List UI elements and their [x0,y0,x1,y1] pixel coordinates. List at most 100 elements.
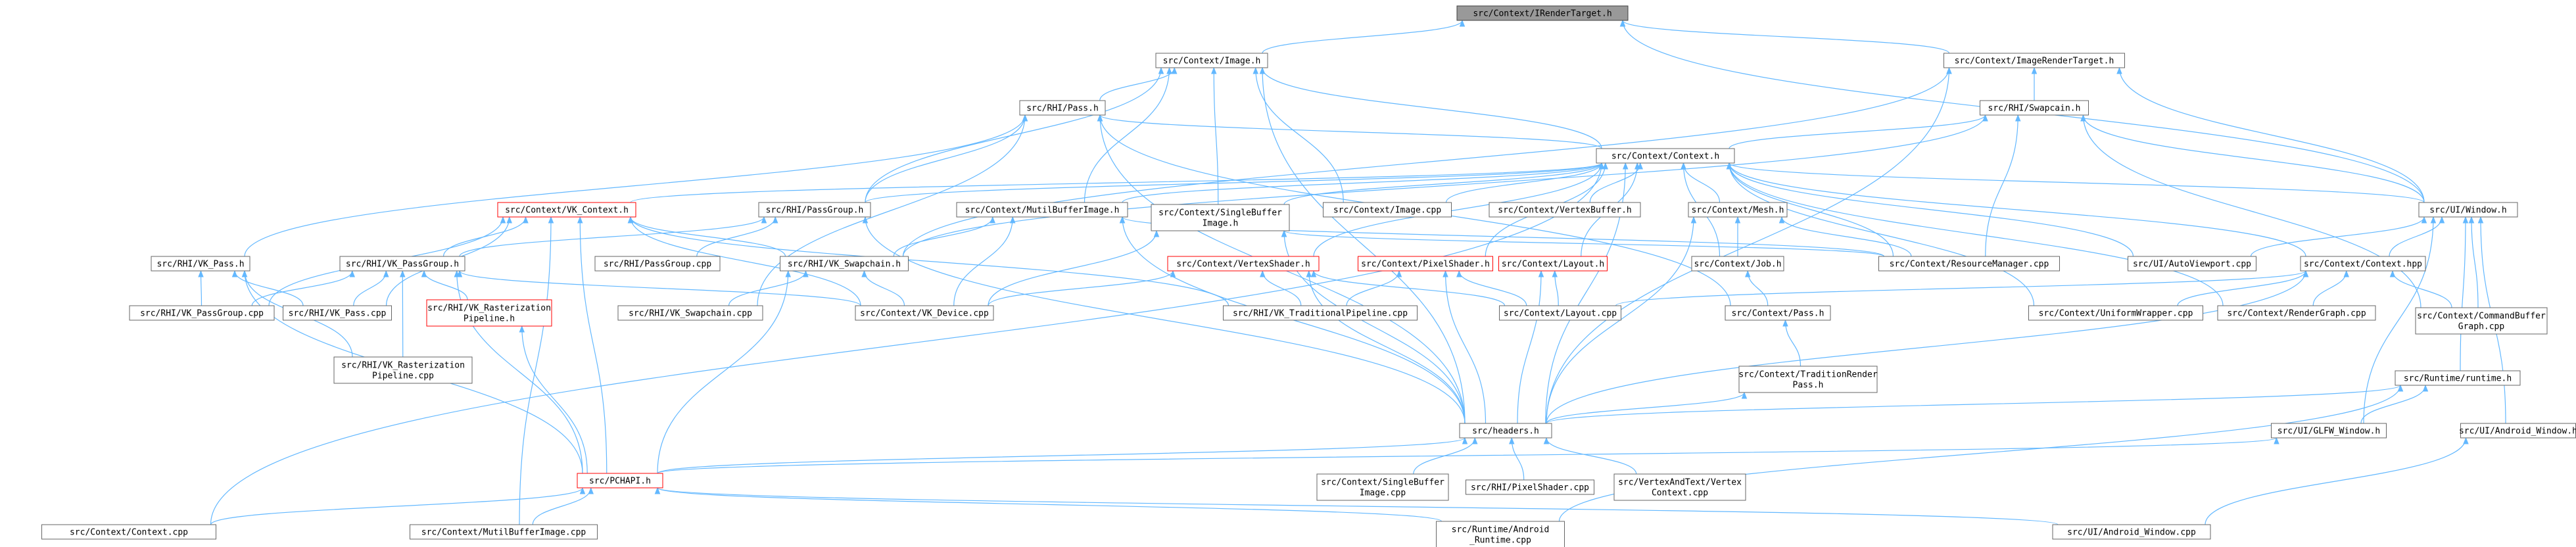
node-rhi_vk_passgroup_h[interactable]: src/RHI/VK_PassGroup.h [339,256,465,272]
edge-rhi_vk_swapchain_cpp-to-rhi_pass_h [757,114,1028,306]
node-box-rhi_vk_passgroup_cpp [129,305,275,321]
edge-glfw_window_h-to-ui_window_h [2363,216,2437,424]
node-job_h[interactable]: src/Context/Job.h [1691,256,1784,272]
edge-context_vk_device_cpp-to-singlebuffer_h [988,229,1160,306]
node-imagerendertarget_h[interactable]: src/Context/ImageRenderTarget.h [1944,53,2125,68]
node-rendergraph_cpp[interactable]: src/Context/RenderGraph.cpp [2217,305,2376,321]
node-box-rhi_vk_pass_h [151,256,250,272]
node-label-rendergraph_cpp-0: src/Context/RenderGraph.cpp [2227,309,2366,319]
node-context_h[interactable]: src/Context/Context.h [1596,148,1735,164]
edge-imagerendertarget_h-to-irendertarget [1619,19,1950,54]
node-context_cpp[interactable]: src/Context/Context.cpp [41,524,216,540]
node-box-multibuffer_cpp [410,524,598,540]
node-mesh_h[interactable]: src/Context/Mesh.h [1688,202,1788,218]
node-box-ui_window_h [2418,202,2518,218]
edge-rhi_vk_passgroup_cpp-to-rhi_vk_pass_h [198,270,204,306]
node-image_h[interactable]: src/Context/Image.h [1155,53,1268,68]
node-rhi_pixelshader_cpp[interactable]: src/RHI/PixelShader.cpp [1466,479,1594,495]
node-label-rhi_vk_passgroup_h-0: src/RHI/VK_PassGroup.h [346,260,459,270]
node-vertexshader_h[interactable]: src/Context/VertexShader.h [1167,256,1320,272]
edge-commandbuffergraph_cpp-to-rhi_swapcain_h [2080,114,2421,308]
node-label-vertexshader_h-0: src/Context/VertexShader.h [1176,260,1310,270]
edge-resourcemanager_cpp-to-rhi_swapcain_h [1985,114,2021,257]
node-rhi_vk_pass_cpp[interactable]: src/RHI/VK_Pass.cpp [283,305,392,321]
node-runtime_h[interactable]: src/Runtime/runtime.h [2395,370,2521,386]
node-image_cpp[interactable]: src/Context/Image.cpp [1323,202,1452,218]
node-ui_window_h[interactable]: src/UI/Window.h [2418,202,2518,218]
node-autoviewport_cpp[interactable]: src/UI/AutoViewport.cpp [2128,256,2256,272]
edge-rhi_vk_pass_cpp-to-rhi_vk_passgroup_h [353,270,389,306]
node-label-autoviewport_cpp-0: src/UI/AutoViewport.cpp [2133,260,2251,270]
node-box-context_h [1596,148,1735,164]
node-irendertarget[interactable]: src/Context/IRenderTarget.h [1456,5,1629,21]
node-multibuffer_h[interactable]: src/Context/MutilBufferImage.h [956,202,1128,218]
edge-vertexbuffer_h-to-context_h [1589,162,1644,203]
node-box-commandbuffergraph_cpp [2415,307,2548,335]
node-label-context_pass_h-0: src/Context/Pass.h [1732,309,1825,319]
node-rhi_passgroup_h[interactable]: src/RHI/PassGroup.h [758,202,871,218]
node-box-rhi_pass_h [1019,100,1106,116]
node-glfw_window_h[interactable]: src/UI/GLFW_Window.h [2271,423,2387,439]
edge-rhi_pixelshader_cpp-to-headers_h [1508,437,1525,481]
node-label-context_h-0: src/Context/Context.h [1611,152,1719,162]
node-box-layout_cpp [1499,305,1621,321]
node-box-rhi_vk_passgroup_h [339,256,465,272]
edge-rendergraph_cpp-to-context_hpp [2312,270,2350,306]
edge-rhi_vk_raster_h-to-rhi_vk_passgroup_h [421,270,468,300]
node-label-pchapi_h-0: src/PCHAPI.h [589,477,651,487]
node-rhi_vk_tradpipeline_cpp[interactable]: src/RHI/VK_TraditionalPipeline.cpp [1223,305,1418,321]
edge-headers_h-to-imagerendertarget_h [1546,66,1952,424]
node-label-headers_h-0: src/headers.h [1472,427,1539,437]
node-label-pixelshader_h-0: src/Context/PixelShader.h [1361,260,1490,270]
edge-multibuffer_h-to-image_h [1084,66,1172,203]
node-layout_cpp[interactable]: src/Context/Layout.cpp [1499,305,1621,321]
edge-autoviewport_cpp-to-context_h [1726,162,2134,257]
node-android_window_h[interactable]: src/UI/Android_Window.h [2459,423,2576,439]
node-box-glfw_window_h [2271,423,2387,439]
edge-context_hpp-to-context_h [1726,162,2306,257]
node-rhi_vk_passgroup_cpp[interactable]: src/RHI/VK_PassGroup.cpp [129,305,275,321]
node-label-rhi_vk_raster_h-1: Pipeline.h [464,314,515,324]
node-multibuffer_cpp[interactable]: src/Context/MutilBufferImage.cpp [410,524,598,540]
node-context_pass_h[interactable]: src/Context/Pass.h [1725,305,1831,321]
node-resourcemanager_cpp[interactable]: src/Context/ResourceManager.cpp [1878,256,2060,272]
node-pchapi_h[interactable]: src/PCHAPI.h [577,473,663,488]
node-label-singlebuffer_h-1: Image.h [1203,219,1239,229]
edge-layout_cpp-to-layout_h [1552,270,1559,306]
node-label-singlebuffer_cpp-0: src/Context/SingleBuffer [1321,478,1444,488]
node-rhi_vk_pass_h[interactable]: src/RHI/VK_Pass.h [151,256,250,272]
node-android_runtime_cpp[interactable]: src/Runtime/Android_Runtime.cpp [1436,521,1565,547]
node-vertexbuffer_h[interactable]: src/Context/VertexBuffer.h [1489,202,1641,218]
edge-context_vk_device_cpp-to-vk_context_h [627,216,861,306]
node-rhi_vk_swapchain_h[interactable]: src/RHI/VK_Swapchain.h [780,256,909,272]
node-vk_context_h[interactable]: src/Context/VK_Context.h [497,202,636,218]
node-label-irendertarget-0: src/Context/IRenderTarget.h [1473,9,1611,19]
node-android_window_cpp[interactable]: src/UI/Android_Window.cpp [2052,524,2211,540]
node-rhi_pass_h[interactable]: src/RHI/Pass.h [1019,100,1106,116]
edge-headers_h-to-image_h [1259,66,1466,424]
node-headers_h[interactable]: src/headers.h [1459,423,1552,439]
node-label-image_cpp-0: src/Context/Image.cpp [1333,206,1442,216]
node-pixelshader_h[interactable]: src/Context/PixelShader.h [1358,256,1493,272]
node-label-ui_window_h-0: src/UI/Window.h [2429,206,2506,216]
node-context_vk_device_cpp[interactable]: src/Context/VK_Device.cpp [855,305,994,321]
node-rhi_passgroup_cpp[interactable]: src/RHI/PassGroup.cpp [594,256,721,272]
node-label-rhi_pass_h-0: src/RHI/Pass.h [1026,104,1099,114]
node-layout_h[interactable]: src/Context/Layout.h [1498,256,1608,272]
node-label-multibuffer_h-0: src/Context/MutilBufferImage.h [965,206,1120,216]
node-label-rhi_vk_passgroup_cpp-0: src/RHI/VK_PassGroup.cpp [140,309,264,319]
node-rhi_vk_swapchain_cpp[interactable]: src/RHI/VK_Swapchain.cpp [617,305,763,321]
node-context_hpp[interactable]: src/Context/Context.hpp [2300,256,2426,272]
node-rhi_swapcain_h[interactable]: src/RHI/Swapcain.h [1980,100,2089,116]
node-label-job_h-0: src/Context/Job.h [1694,260,1781,270]
edge-image_h-to-irendertarget [1262,19,1466,54]
node-uniformwrapper_cpp[interactable]: src/Context/UniformWrapper.cpp [2028,305,2203,321]
